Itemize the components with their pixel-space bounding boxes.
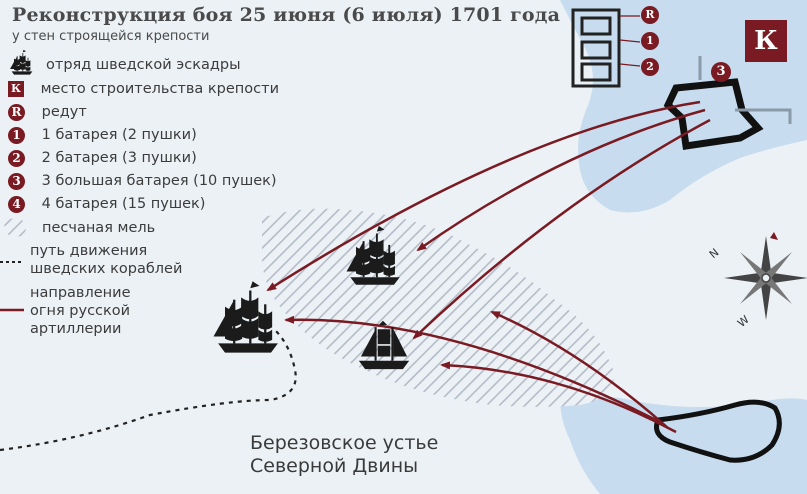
map-redoubt-badge: R [641,6,659,24]
redoubt-battery-block [571,8,621,88]
legend-battery1: 1 1 батарея (2 пушки) [8,126,197,144]
fortress-site-icon: К [8,81,24,97]
fortress-outline [663,78,764,150]
battery4-island [654,399,782,463]
battery4-icon: 4 [8,195,25,213]
legend-fire-line2: огня русской [30,303,131,319]
legend-path: путь движения шведских кораблей [30,242,182,278]
place-line2: Северной Двины [250,455,419,477]
map-battery1-badge: 1 [641,32,659,50]
legend-battery1-label: 1 батарея (2 пушки) [41,127,197,143]
legend-fire-line3: артиллерии [30,321,122,337]
map-battery2-badge: 2 [641,58,659,76]
legend-sandbank-label: песчаная мель [42,220,156,236]
map-subtitle: у стен строящейся крепости [12,29,210,44]
sandbank [261,208,615,407]
fortress-wall [698,56,792,124]
legend-battery3-label: 3 большая батарея (10 пушек) [41,173,277,189]
legend-sandbank: песчаная мель [42,219,155,237]
place-label: Березовское устье Северной Двины [250,432,438,478]
legend-battery2: 2 2 батарея (3 пушки) [8,149,197,167]
battery2-icon: 2 [8,149,25,167]
legend-battery4-label: 4 батарея (15 пушек) [41,196,206,212]
legend-battery4: 4 4 батарея (15 пушек) [8,195,205,213]
legend-squadron-label: отряд шведской эскадры [46,57,241,73]
legend-squadron: отряд шведской эскадры [46,56,241,74]
swedish-ship-1 [212,280,280,354]
legend-redoubt-label: редут [41,104,87,120]
legend-ship-icon [9,49,33,75]
legend-path-line1: путь движения [30,243,148,259]
legend-sandbank-icon [4,218,26,237]
legend-fortress-site: К место строительства крепости [8,80,279,98]
compass-rose-icon [724,232,807,320]
place-line1: Березовское устье [250,432,439,454]
legend-battery3: 3 3 большая батарея (10 пушек) [8,172,277,190]
legend-path-line2: шведских кораблей [30,261,183,277]
legend-redoubt: R редут [8,103,87,121]
legend-battery2-label: 2 батарея (3 пушки) [41,150,197,166]
battery1-icon: 1 [8,126,25,144]
artillery-arrows [266,100,711,434]
fortress-k-sign: К [745,20,787,62]
legend-fire-line1: направление [30,285,131,301]
ship-path [0,329,297,452]
redoubt-icon: R [8,103,25,121]
map-title: Реконструкция боя 25 июня (6 июля) 1701 … [12,4,561,26]
battery3-icon: 3 [8,172,25,190]
legend-fire-direction: направление огня русской артиллерии [30,284,131,338]
legend-fortress-label: место строительства крепости [40,81,280,97]
map-battery3-badge: 3 [711,62,731,82]
